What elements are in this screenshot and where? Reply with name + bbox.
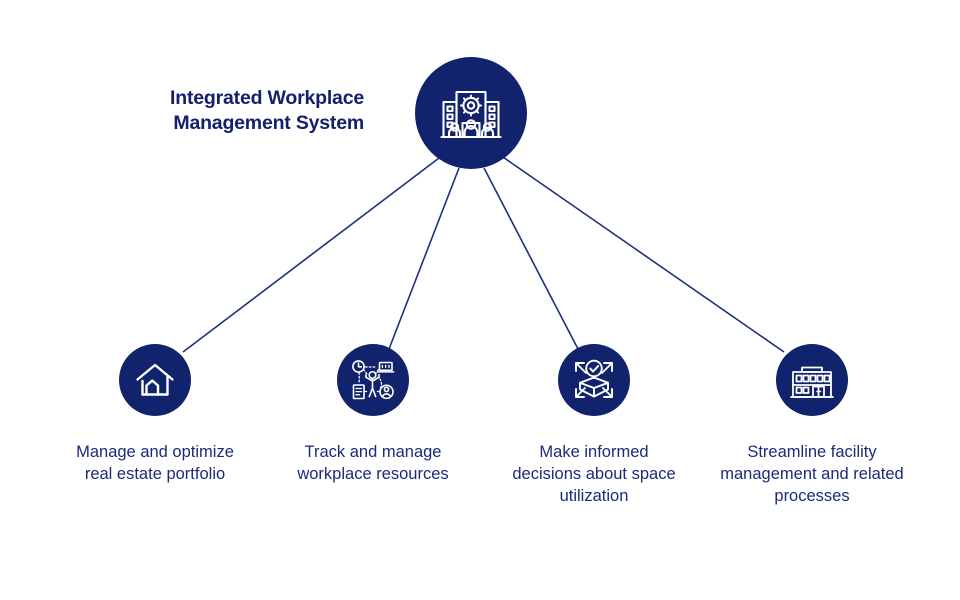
connector-line-space-utilization: [483, 167, 579, 350]
hub-title: Integrated Workplace Management System: [170, 87, 364, 135]
node-circle[interactable]: [776, 344, 848, 416]
open-box-check-arrows-icon: [572, 358, 616, 402]
hub-node[interactable]: [415, 57, 527, 169]
node-caption: Streamline facility management and relat…: [720, 443, 904, 505]
connector-line-workplace-resources: [388, 167, 460, 350]
home-icon: [135, 360, 175, 400]
connector-line-real-estate-portfolio: [182, 154, 444, 353]
resource-person-network-icon: [351, 358, 395, 402]
building-gear-people-icon: [440, 82, 502, 144]
node-real-estate-portfolio[interactable]: Manage and optimize real estate portfoli…: [75, 344, 235, 486]
node-workplace-resources[interactable]: Track and manage workplace resources: [293, 344, 453, 486]
connector-line-facility-management: [499, 154, 785, 353]
node-circle[interactable]: [558, 344, 630, 416]
node-space-utilization[interactable]: Make informed decisions about space util…: [512, 344, 676, 507]
node-facility-management[interactable]: Streamline facility management and relat…: [720, 344, 904, 507]
office-building-icon: [790, 359, 834, 401]
node-caption: Make informed decisions about space util…: [512, 443, 676, 505]
node-circle[interactable]: [337, 344, 409, 416]
node-caption: Manage and optimize real estate portfoli…: [76, 443, 234, 483]
node-caption: Track and manage workplace resources: [297, 443, 449, 483]
node-circle[interactable]: [119, 344, 191, 416]
